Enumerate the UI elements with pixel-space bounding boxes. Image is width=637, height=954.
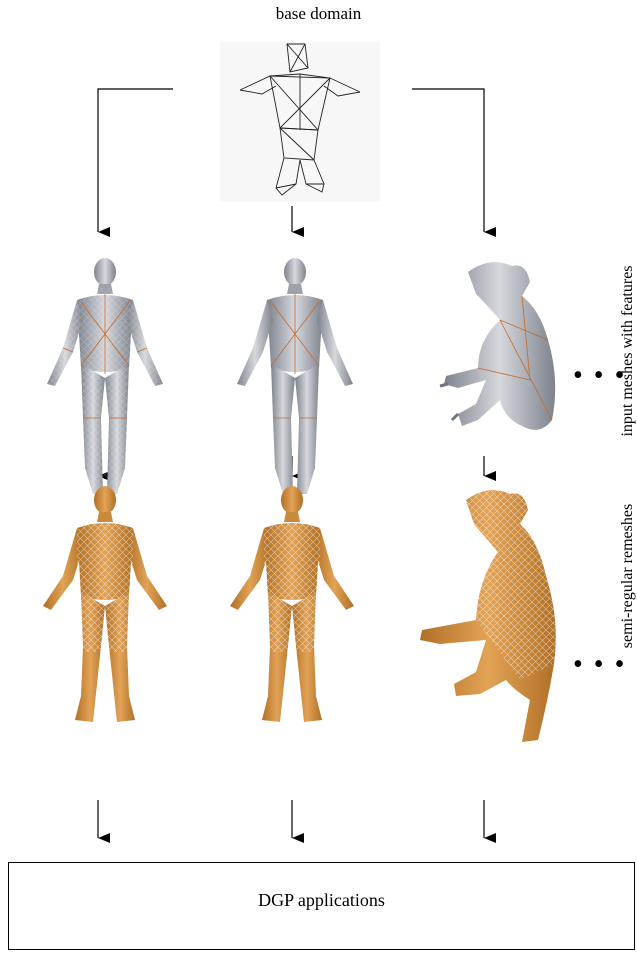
ellipsis-remesh-row: • • •	[573, 651, 626, 679]
dgp-applications-label: DGP applications	[8, 890, 635, 911]
base-domain-wireframe	[220, 42, 380, 202]
human-mesh-gray-left	[47, 258, 163, 498]
row-label-input-meshes: input meshes with features	[619, 231, 637, 471]
horse-mesh-gray	[440, 262, 555, 430]
human-remesh-middle	[230, 486, 354, 722]
ellipsis-input-row: • • •	[573, 362, 626, 390]
human-remesh-left	[43, 486, 167, 722]
human-mesh-gray-middle	[237, 258, 353, 494]
horse-remesh	[420, 490, 556, 742]
